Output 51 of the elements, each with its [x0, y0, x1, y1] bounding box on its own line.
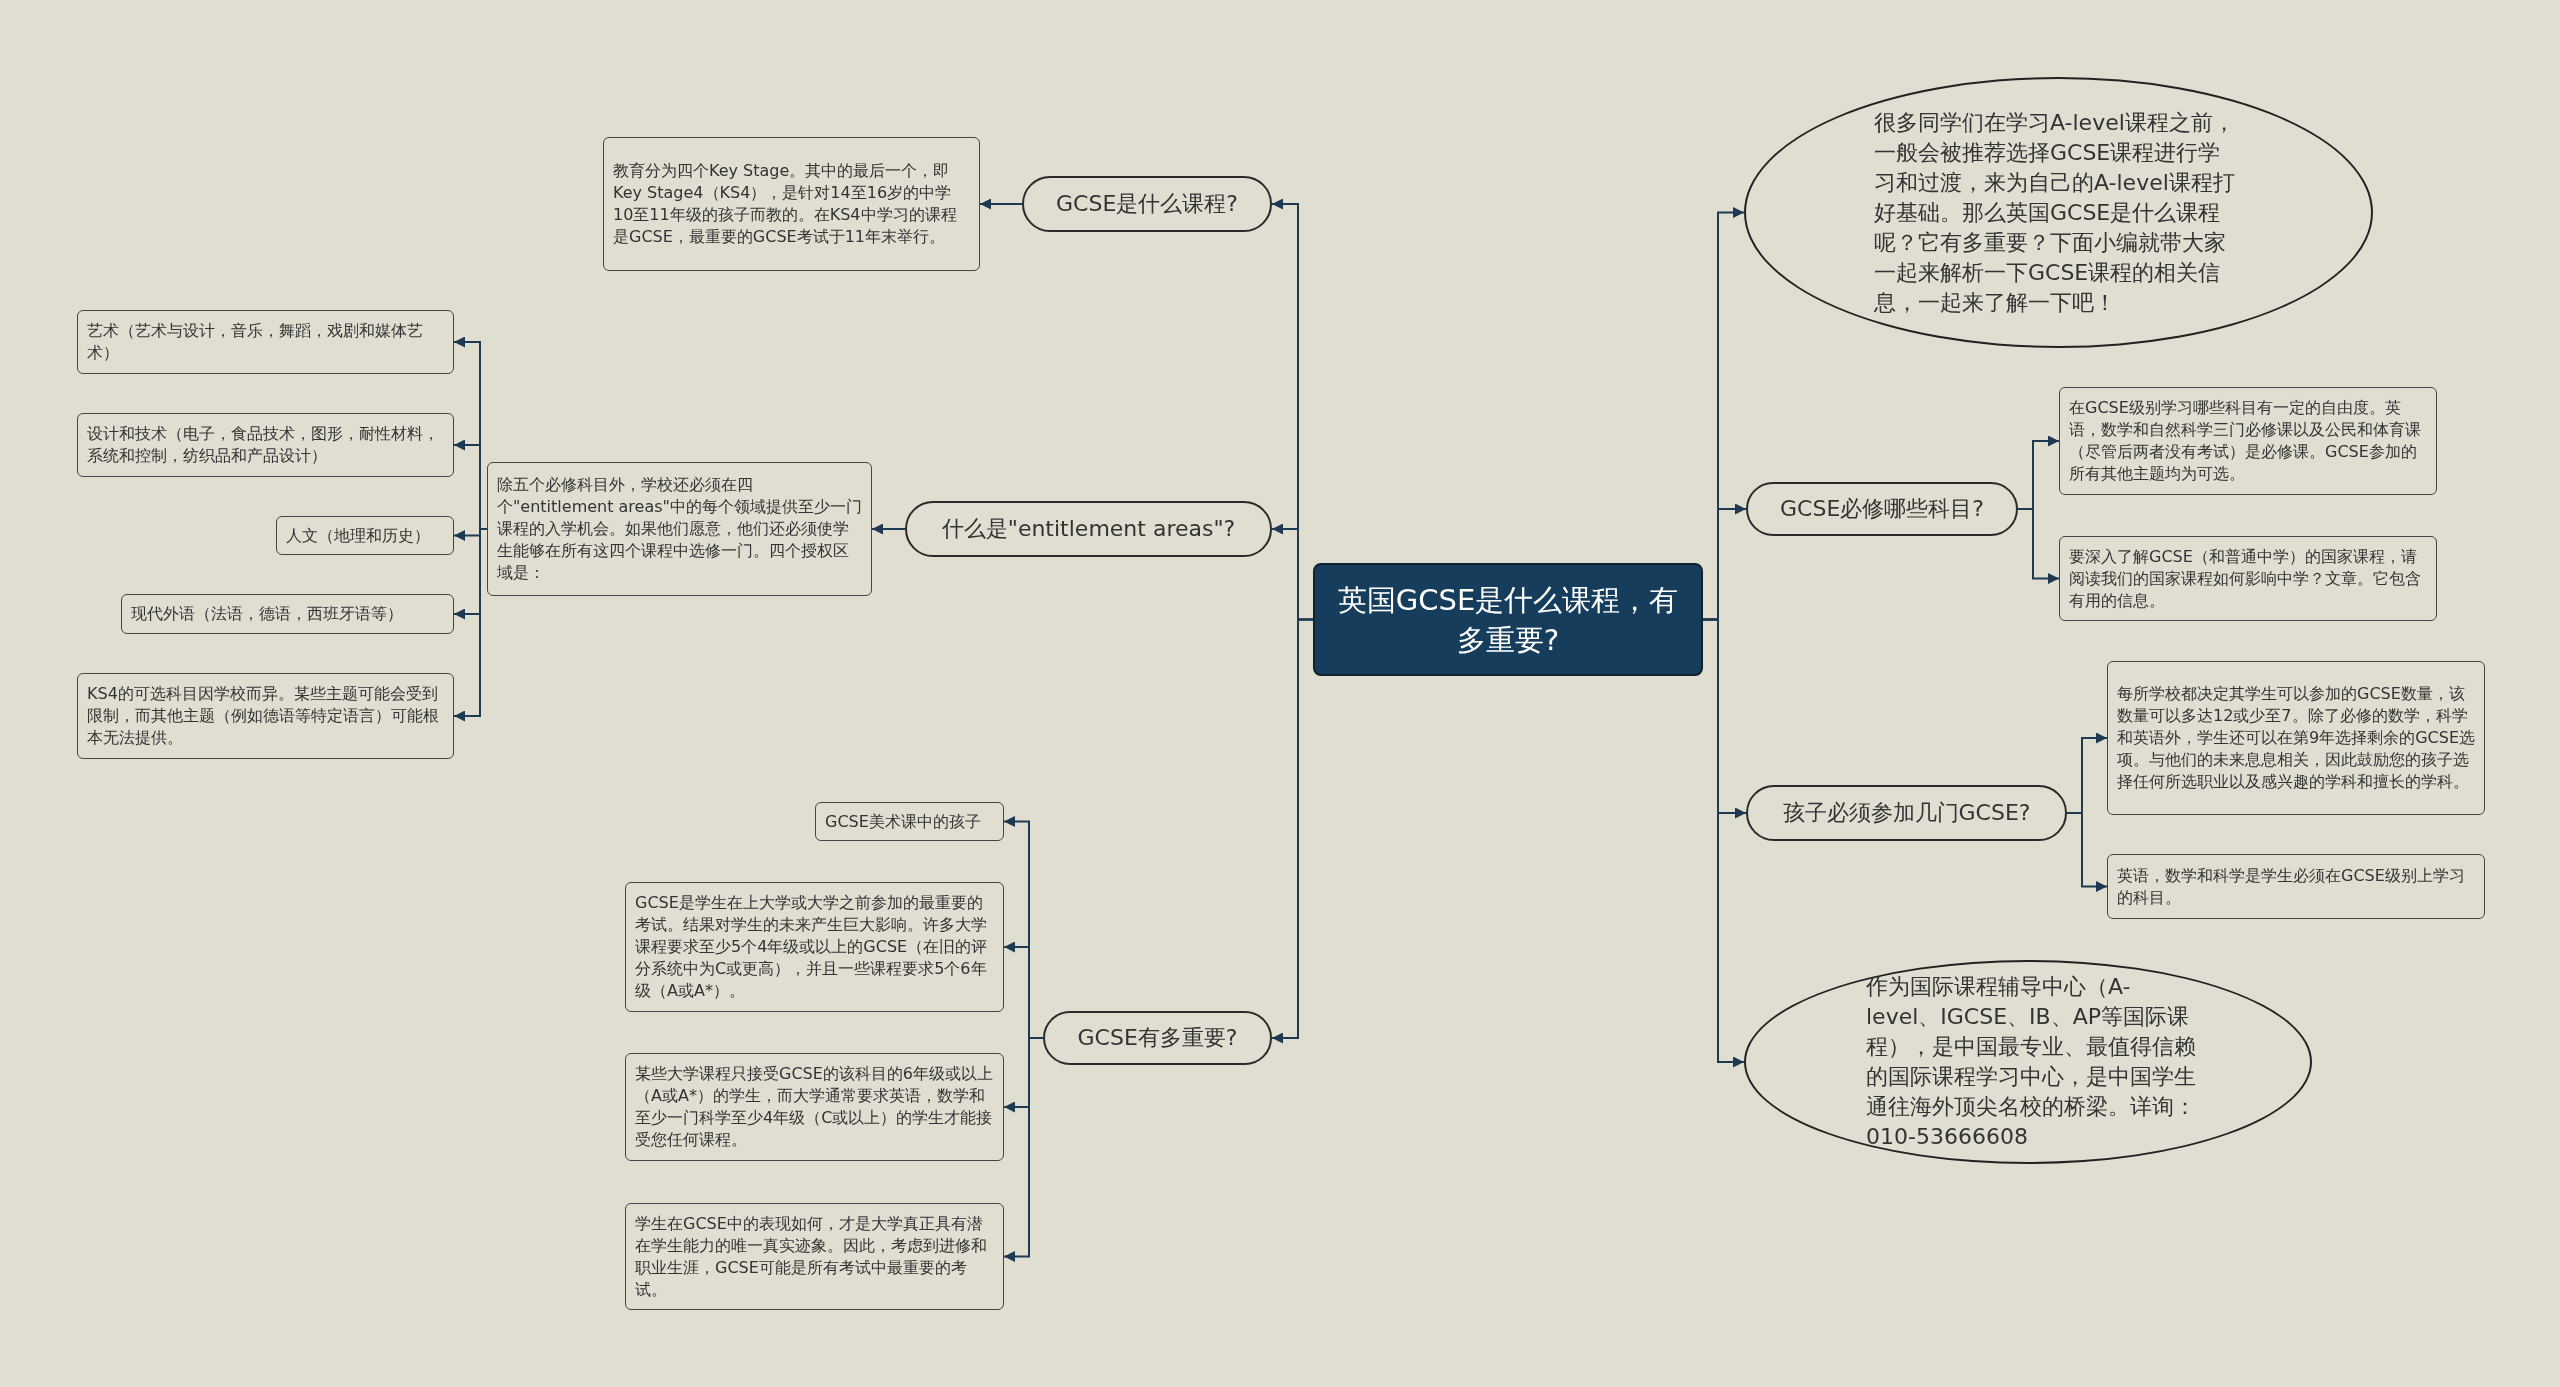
branch-pill — [1746, 785, 2067, 841]
note-box — [487, 462, 872, 596]
node-text: 现代外语（法语，德语，西班牙语等） — [131, 603, 403, 625]
node-text: GCSE美术课中的孩子 — [825, 810, 981, 833]
node-text: 设计和技术（电子，食品技术，图形，耐性材料，系统和控制，纺织品和产品设计） — [87, 423, 440, 467]
branch-pill — [1022, 176, 1272, 232]
node-text: GCSE必修哪些科目? — [1780, 495, 1984, 523]
arrow — [1702, 618, 1745, 1068]
note-box — [2059, 536, 2437, 621]
node-text: 人文（地理和历史） — [286, 524, 430, 547]
node-text: 每所学校都决定其学生可以参加的GCSE数量，该数量可以多达12或少至7。除了必修的数学，科学和英语外，学生还可以在第9年选择剩余的GCSE选项。与他们的未来息息相关，因此鼓励您的孩子选择任何所选职业以及感兴趣的学科和擅长的学科。 — [2117, 683, 2475, 793]
node-text: 某些大学课程只接受GCSE的该科目的6年级或以上（A或A*）的学生，而大学通常要求英语，数学和至少一门科学至少4年级（C或以上）的学生才能接受您任何课程。 — [635, 1063, 994, 1151]
arrow — [979, 198, 1023, 210]
arrow — [453, 528, 488, 722]
branch-pill — [1746, 482, 2018, 536]
node-text: 很多同学们在学习A-level课程之前，一般会被推荐选择GCSE课程进行学习和过渡，来为自己的A-level课程打好基础。那么英国GCSE是什么课程呢？它有多重要？下面小编就带大家一起来解析一下GCSE课程的相关信息，一起来了解一下吧！ — [1874, 108, 2236, 317]
note-box — [77, 673, 454, 759]
node-text: GCSE有多重要? — [1077, 1024, 1238, 1052]
note-box — [121, 594, 454, 634]
arrow — [1271, 618, 1314, 1044]
node-text: GCSE是什么课程? — [1056, 190, 1238, 218]
branch-pill — [905, 501, 1272, 557]
note-box — [2107, 661, 2485, 815]
note-box — [815, 802, 1004, 841]
node-text: 教育分为四个Key Stage。其中的最后一个，即Key Stage4（KS4），是针对14至16岁的中学10至11年级的孩子而教的。在KS4中学习的课程是GCSE，最重要的GCSE考试于11年末举行。 — [613, 160, 958, 248]
arrow — [2017, 508, 2060, 584]
node-text: 什么是"entitlement areas"? — [941, 515, 1236, 543]
note-box — [2107, 854, 2485, 919]
node-text: GCSE是学生在上大学或大学之前参加的最重要的考试。结果对学生的未来产生巨大影响。许多大学课程要求至少5个4年级或以上的GCSE（在旧的评分系统中为C或更高），并且一些课程要求5个6年级（A或A*）。 — [635, 892, 989, 1002]
node-text: 作为国际课程辅导中心（A-level、IGCSE、IB、AP等国际课程），是中国最专业、最值得信赖的国际课程学习中心，是中国学生通往海外顶尖名校的桥梁。详询：010-53666608 — [1866, 973, 2197, 1151]
note-box — [625, 1053, 1004, 1161]
topic-box — [1313, 563, 1703, 676]
node-text: 要深入了解GCSE（和普通中学）的国家课程，请阅读我们的国家课程如何影响中学？文章。它包含有用的信息。 — [2069, 545, 2422, 612]
note-box — [2059, 387, 2437, 495]
note-box — [603, 137, 980, 271]
node-text: 英语，数学和科学是学生必须在GCSE级别上学习的科目。 — [2117, 864, 2466, 909]
branch-pill — [1043, 1011, 1272, 1065]
node-text: 除五个必修科目外，学校还必须在四个"entitlement areas"中的每个领域提供至少一门课程的入学机会。如果他们愿意，他们还必须使学生能够在所有这四个课程中选修一门。四个授权区域是： — [497, 474, 862, 584]
node-text: KS4的可选科目因学校而异。某些主题可能会受到限制，而其他主题（例如德语等特定语言）可能根本无法提供。 — [87, 683, 440, 749]
node-text: 艺术（艺术与设计，音乐，舞蹈，戏剧和媒体艺术） — [87, 320, 424, 364]
arrow — [2066, 812, 2108, 892]
node-text: 英国GCSE是什么课程，有多重要? — [1336, 581, 1680, 659]
note-box — [625, 1203, 1004, 1310]
arrow — [871, 523, 906, 535]
node-text: 在GCSE级别学习哪些科目有一定的自由度。英语，数学和自然科学三门必修课以及公民和体育课（尽管后两者没有考试）是必修课。GCSE参加的所有其他主题均为可选。 — [2069, 397, 2422, 485]
note-box — [77, 310, 454, 374]
note-box — [276, 516, 454, 555]
node-text: 学生在GCSE中的表现如何，才是大学真正具有潜在学生能力的唯一真实迹象。因此，考虑到进修和职业生涯，GCSE可能是所有考试中最重要的考试。 — [635, 1212, 988, 1301]
node-text: 孩子必须参加几门GCSE? — [1782, 799, 2031, 827]
note-box — [77, 413, 454, 477]
note-box — [625, 882, 1004, 1012]
